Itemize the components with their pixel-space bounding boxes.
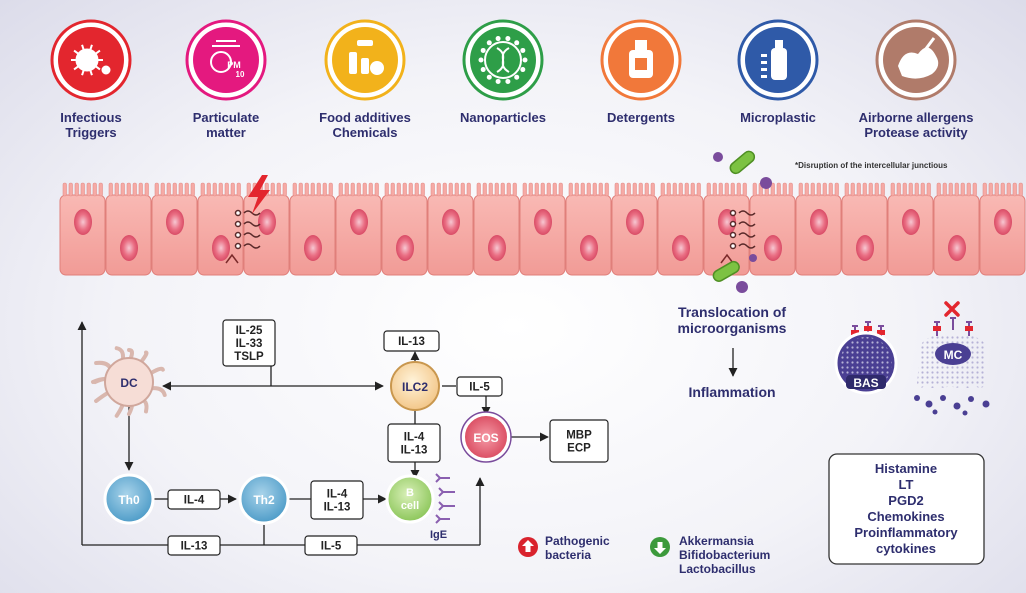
trigger-label: Particulate xyxy=(193,110,259,125)
svg-text:IL-13: IL-13 xyxy=(181,541,208,553)
mc-label: MC xyxy=(944,348,963,362)
trigger-label: Microplastic xyxy=(740,110,816,125)
bas-label: BAS xyxy=(853,376,878,390)
eos-label: EOS xyxy=(473,431,498,445)
svg-text:IL-5: IL-5 xyxy=(321,541,342,553)
trigger-label: Infectious xyxy=(60,110,121,125)
trigger-label: Triggers xyxy=(65,125,116,140)
svg-text:IL-4: IL-4 xyxy=(327,489,348,501)
box-il4-th0: IL-4 xyxy=(167,489,221,510)
box-il4-il13-th2: IL-4IL-13 xyxy=(310,480,364,520)
svg-text:IL-5: IL-5 xyxy=(469,382,490,394)
trigger-0 xyxy=(50,19,132,101)
trigger-2 xyxy=(324,19,406,101)
box-il4-il13-ilc2: IL-4IL-13 xyxy=(387,423,441,463)
inflammation-label: Inflammation xyxy=(688,384,775,400)
svg-text:ECP: ECP xyxy=(567,443,591,455)
trigger-label: Protease activity xyxy=(864,125,968,140)
svg-text:IL-13: IL-13 xyxy=(398,336,425,348)
trigger-label: Food additives xyxy=(319,110,411,125)
mediators-box: HistamineLTPGD2ChemokinesProinflammatory… xyxy=(828,453,985,565)
b-cell: B cell IgE xyxy=(385,473,455,541)
th2-cell: Th2 xyxy=(238,473,290,525)
svg-text:IL-33: IL-33 xyxy=(236,338,263,350)
junction-note: *Disruption of the intercellular junctio… xyxy=(795,161,948,170)
pm-badge-number: 10 xyxy=(236,70,245,79)
th2-label: Th2 xyxy=(253,493,275,507)
ige-label: IgE xyxy=(430,529,447,541)
mediator-item: Proinflammatory xyxy=(854,525,958,540)
mediator-item: cytokines xyxy=(876,541,936,556)
box-il13-bottom: IL-13 xyxy=(167,535,221,556)
pm10-icon xyxy=(193,27,259,93)
ilc2-cell: ILC2 xyxy=(390,361,440,411)
svg-text:IL-25: IL-25 xyxy=(236,325,263,337)
trigger-5 xyxy=(737,19,819,101)
legend-up-1: Pathogenic xyxy=(545,534,610,548)
eosinophil-cell: EOS xyxy=(460,411,512,463)
ige-antibodies xyxy=(435,473,455,524)
legend-down-1: Akkermansia xyxy=(679,534,754,548)
translocation-label-2: microorganisms xyxy=(678,320,787,336)
dc-label: DC xyxy=(120,376,138,390)
svg-text:IL-13: IL-13 xyxy=(401,445,428,457)
legend: Pathogenic bacteria Akkermansia Bifidoba… xyxy=(518,534,770,576)
svg-text:MBP: MBP xyxy=(566,430,592,442)
pm-badge: PM xyxy=(227,60,241,70)
mediator-item: Histamine xyxy=(875,461,937,476)
blocked-x-icon xyxy=(944,301,960,317)
trigger-label: Airborne allergens xyxy=(859,110,974,125)
mast-cell: MC xyxy=(914,301,990,416)
legend-up-2: bacteria xyxy=(545,548,591,562)
box-il5-ilc2: IL-5 xyxy=(456,376,503,397)
trigger-label: Nanoparticles xyxy=(460,110,546,125)
trigger-6 xyxy=(875,19,957,101)
mediator-item: PGD2 xyxy=(888,493,923,508)
basophil-cell: BAS xyxy=(834,321,898,395)
th0-cell: Th0 xyxy=(103,473,155,525)
mediator-item: LT xyxy=(899,477,914,492)
legend-down-2: Bifidobacterium xyxy=(679,548,770,562)
svg-text:TSLP: TSLP xyxy=(234,351,264,363)
microorganisms xyxy=(712,150,772,293)
svg-text:IL-13: IL-13 xyxy=(324,502,351,514)
epithelial-barrier xyxy=(59,182,1026,276)
svg-text:IL-4: IL-4 xyxy=(184,495,205,507)
svg-text:IL-4: IL-4 xyxy=(404,432,425,444)
trigger-4 xyxy=(600,19,682,101)
lightning-icon xyxy=(248,175,270,214)
ilc2-label: ILC2 xyxy=(402,380,428,394)
dendritic-cell: DC xyxy=(91,346,167,418)
box-il5-bottom: IL-5 xyxy=(304,535,358,556)
box-il13-ilc2: IL-13 xyxy=(383,330,440,352)
trigger-3 xyxy=(462,19,544,101)
trigger-label: Chemicals xyxy=(332,125,397,140)
translocation-label-1: Translocation of xyxy=(678,304,786,320)
trigger-label: Detergents xyxy=(607,110,675,125)
th0-label: Th0 xyxy=(118,493,140,507)
mediator-item: Chemokines xyxy=(867,509,944,524)
bcell-label-2: cell xyxy=(401,500,419,512)
legend-down-3: Lactobacillus xyxy=(679,562,756,576)
trigger-label: matter xyxy=(206,125,246,140)
bcell-label-1: B xyxy=(406,487,414,499)
